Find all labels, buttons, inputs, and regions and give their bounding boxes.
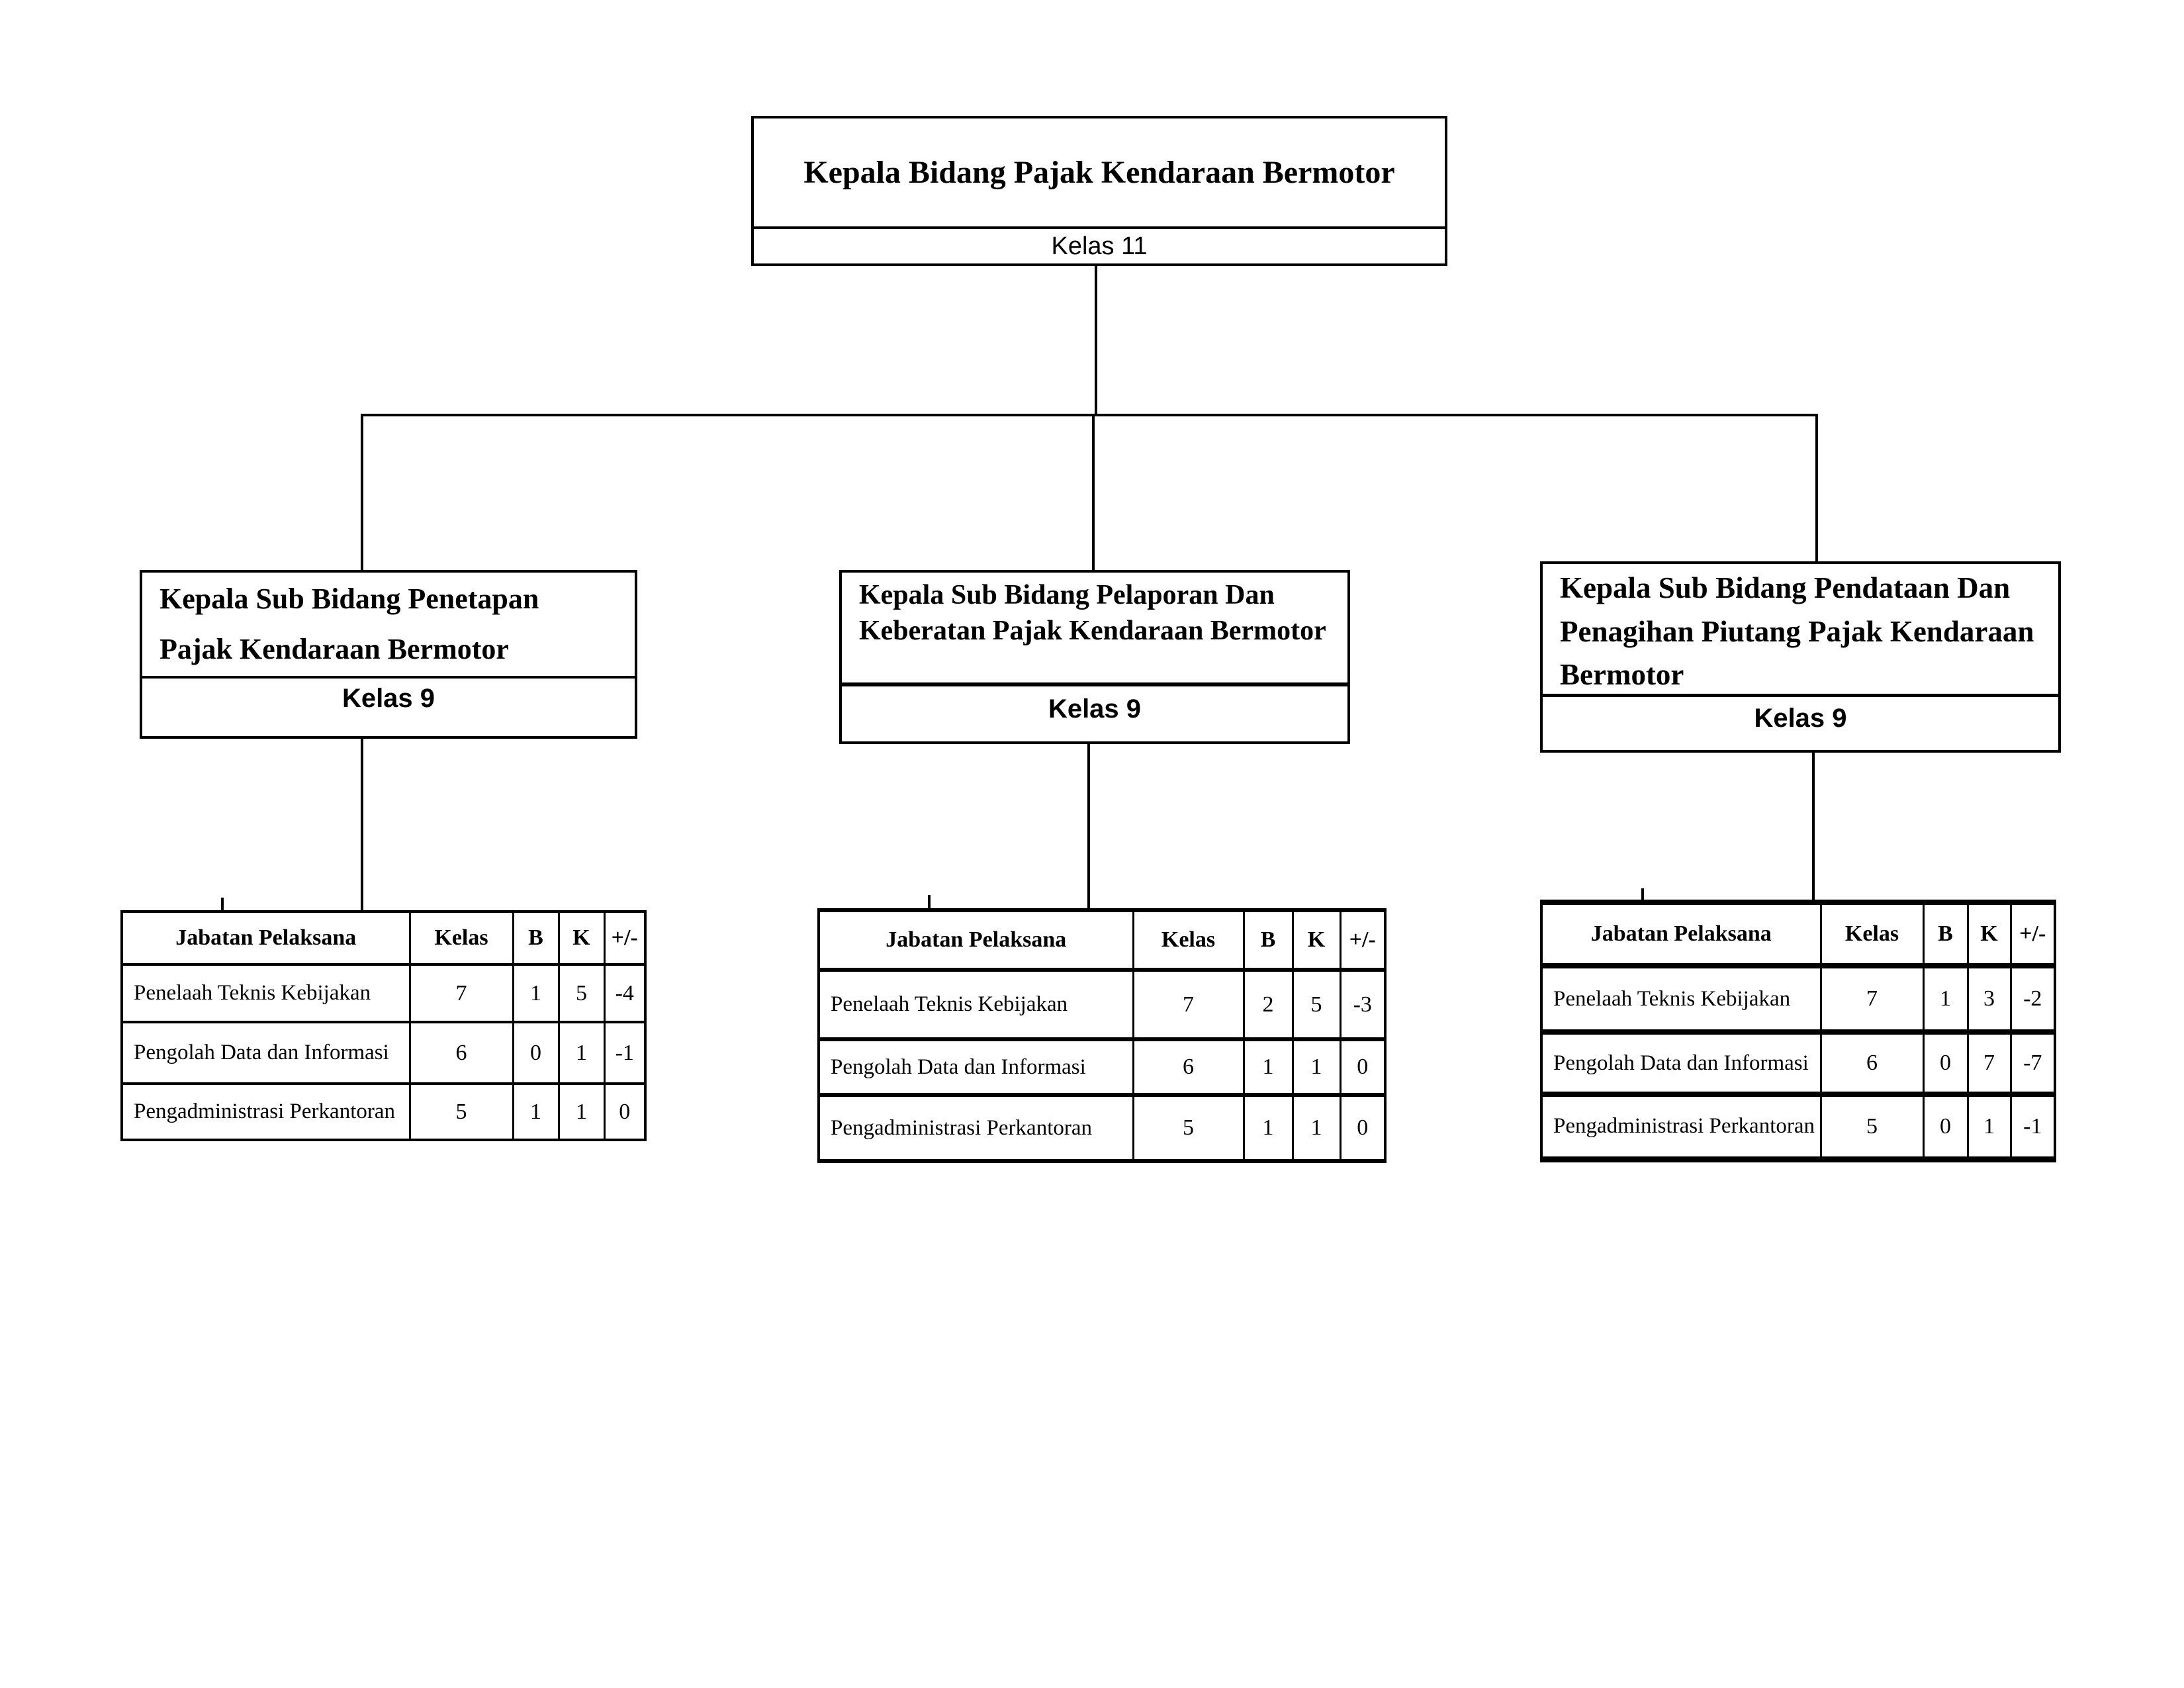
cell-b: 1 [1922,963,1969,1035]
cell-plusminus: -1 [603,1021,647,1085]
col-header-jabatan: Jabatan Pelaksana [817,908,1134,972]
connector-middle-box-to-table [1087,743,1090,910]
org-box-root-title: Kepala Bidang Pajak Kendaraan Bermotor [803,155,1395,190]
cell-plusminus: -2 [2009,963,2056,1035]
cell-kelas: 7 [1819,963,1925,1035]
table-row: Pengadministrasi Perkantoran 5 0 1 -1 [1540,1092,2056,1162]
table-row: Penelaah Teknis Kebijakan 7 1 5 -4 [120,963,647,1023]
table-row: Pengadministrasi Perkantoran 5 1 1 0 [817,1093,1387,1163]
col-header-b: B [1922,900,1969,968]
connector-drop-middle [1092,414,1095,571]
table-row: Penelaah Teknis Kebijakan 7 1 3 -2 [1540,963,2056,1035]
cell-kelas: 6 [1819,1029,1925,1097]
cell-kelas: 5 [1819,1092,1925,1162]
col-header-plusminus: +/- [603,910,647,966]
connector-drop-left [361,414,363,571]
staff-table-pelaporan: Jabatan Pelaksana Kelas B K +/- Penelaah… [817,908,1387,1163]
cell-kelas: 5 [408,1082,514,1141]
connector-left-box-to-table [361,737,363,912]
org-box-pendataan-kelas: Kelas 9 [1543,694,2058,750]
org-box-pelaporan: Kepala Sub Bidang Pelaporan Dan Keberata… [839,570,1350,744]
col-header-k: K [1966,900,2012,968]
col-header-plusminus: +/- [2009,900,2056,968]
cell-kelas: 7 [1132,968,1245,1041]
cell-jabatan: Pengolah Data dan Informasi [120,1021,411,1085]
scan-artifact-tick-right [1641,888,1644,900]
cell-k: 5 [557,963,606,1023]
cell-b: 0 [1922,1092,1969,1162]
table-header-row: Jabatan Pelaksana Kelas B K +/- [120,910,647,966]
cell-k: 1 [1966,1092,2012,1162]
cell-jabatan: Pengadministrasi Perkantoran [1540,1092,1822,1162]
table-row: Penelaah Teknis Kebijakan 7 2 5 -3 [817,968,1387,1041]
cell-plusminus: 0 [1339,1093,1387,1163]
org-box-pendataan: Kepala Sub Bidang Pendataan Dan Penagiha… [1540,561,2061,753]
cell-kelas: 7 [408,963,514,1023]
col-header-k: K [557,910,606,966]
cell-jabatan: Pengadministrasi Perkantoran [817,1093,1134,1163]
table-row: Pengolah Data dan Informasi 6 1 1 0 [817,1037,1387,1097]
cell-jabatan: Penelaah Teknis Kebijakan [817,968,1134,1041]
col-header-kelas: Kelas [1132,908,1245,972]
org-box-root-kelas: Kelas 11 [754,226,1445,263]
cell-plusminus: 0 [1339,1037,1387,1097]
cell-k: 3 [1966,963,2012,1035]
cell-plusminus: -7 [2009,1029,2056,1097]
connector-right-box-to-table [1812,751,1815,901]
connector-drop-right [1815,414,1818,563]
cell-b: 1 [512,1082,560,1141]
staff-table-pendataan: Jabatan Pelaksana Kelas B K +/- Penelaah… [1540,900,2056,1162]
org-box-root: Kepala Bidang Pajak Kendaraan Bermotor K… [751,116,1447,266]
org-box-pendataan-title: Kepala Sub Bidang Pendataan Dan Penagiha… [1560,571,2034,692]
cell-plusminus: -3 [1339,968,1387,1041]
table-row: Pengolah Data dan Informasi 6 0 1 -1 [120,1021,647,1085]
cell-kelas: 6 [1132,1037,1245,1097]
org-box-penetapan: Kepala Sub Bidang Penetapan Pajak Kendar… [140,570,637,739]
staff-table-penetapan: Jabatan Pelaksana Kelas B K +/- Penelaah… [120,910,647,1141]
cell-jabatan: Penelaah Teknis Kebijakan [120,963,411,1023]
table-row: Pengolah Data dan Informasi 6 0 7 -7 [1540,1029,2056,1097]
col-header-kelas: Kelas [408,910,514,966]
col-header-jabatan: Jabatan Pelaksana [120,910,411,966]
table-row: Pengadministrasi Perkantoran 5 1 1 0 [120,1082,647,1141]
cell-plusminus: -1 [2009,1092,2056,1162]
cell-b: 0 [512,1021,560,1085]
connector-root-down [1095,265,1097,415]
cell-k: 1 [557,1021,606,1085]
cell-b: 1 [1242,1037,1294,1097]
col-header-b: B [1242,908,1294,972]
org-box-penetapan-title: Kepala Sub Bidang Penetapan Pajak Kendar… [159,583,539,665]
cell-jabatan: Pengolah Data dan Informasi [1540,1029,1822,1097]
cell-jabatan: Penelaah Teknis Kebijakan [1540,963,1822,1035]
cell-k: 7 [1966,1029,2012,1097]
cell-k: 1 [1291,1093,1342,1163]
org-box-penetapan-kelas: Kelas 9 [142,676,635,736]
cell-kelas: 6 [408,1021,514,1085]
org-box-pelaporan-title: Kepala Sub Bidang Pelaporan Dan Keberata… [859,580,1326,646]
cell-k: 1 [557,1082,606,1141]
cell-b: 0 [1922,1029,1969,1097]
cell-jabatan: Pengadministrasi Perkantoran [120,1082,411,1141]
cell-kelas: 5 [1132,1093,1245,1163]
col-header-b: B [512,910,560,966]
table-header-row: Jabatan Pelaksana Kelas B K +/- [817,908,1387,972]
col-header-kelas: Kelas [1819,900,1925,968]
cell-plusminus: -4 [603,963,647,1023]
table-header-row: Jabatan Pelaksana Kelas B K +/- [1540,900,2056,968]
scan-artifact-tick-left [221,898,224,911]
col-header-jabatan: Jabatan Pelaksana [1540,900,1822,968]
connector-branch-horizontal [361,414,1818,416]
cell-b: 1 [1242,1093,1294,1163]
cell-b: 1 [512,963,560,1023]
col-header-plusminus: +/- [1339,908,1387,972]
org-box-pelaporan-kelas: Kelas 9 [842,682,1347,741]
cell-plusminus: 0 [603,1082,647,1141]
col-header-k: K [1291,908,1342,972]
scan-artifact-tick-middle [928,895,931,909]
cell-k: 5 [1291,968,1342,1041]
cell-k: 1 [1291,1037,1342,1097]
cell-b: 2 [1242,968,1294,1041]
cell-jabatan: Pengolah Data dan Informasi [817,1037,1134,1097]
